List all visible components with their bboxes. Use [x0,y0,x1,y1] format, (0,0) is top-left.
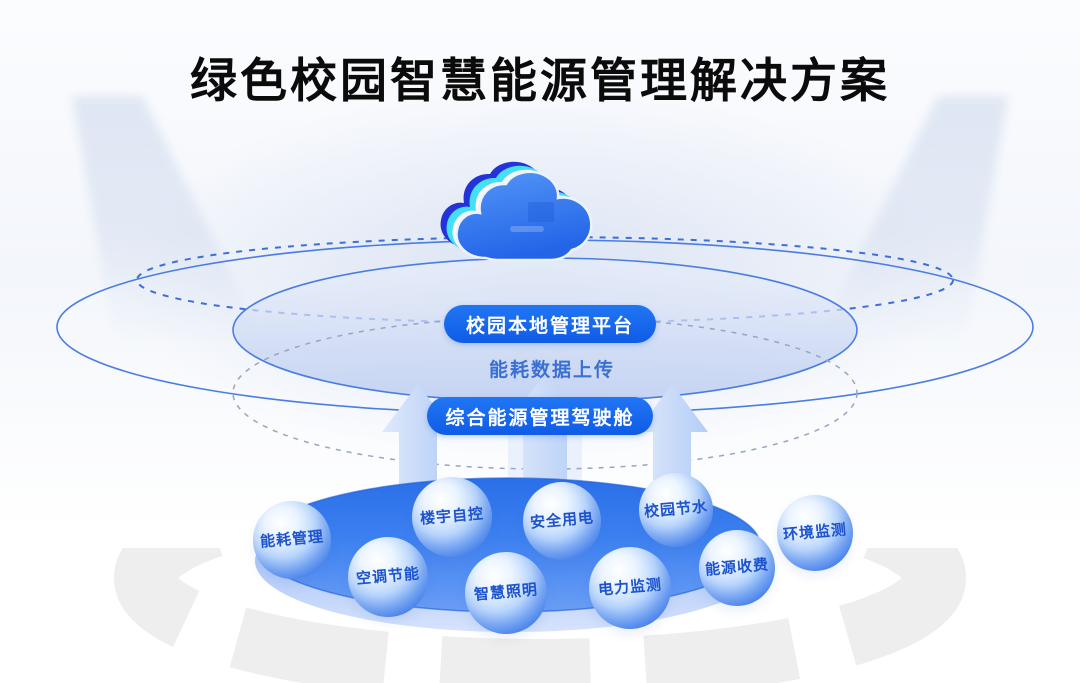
sphere-label: 校园节水 [643,498,709,521]
sphere-ac-energy-saving: 空调节能 [348,537,428,617]
platform-pill: 校园本地管理平台 [444,305,656,343]
page-title: 绿色校园智慧能源管理解决方案 [190,54,890,107]
sphere-environment-monitoring: 环境监测 [777,495,853,571]
cockpit-pill: 综合能源管理驾驶舱 [427,397,653,435]
platform-pill-label: 校园本地管理平台 [465,315,634,337]
cloud-icon [440,161,593,262]
sphere-label: 能源收费 [704,556,770,579]
light-beam-left [72,96,268,348]
sphere-label: 安全用电 [529,509,595,532]
floor-shadow [114,548,966,683]
sphere-smart-lighting: 智慧照明 [465,552,547,634]
sphere-label: 环境监测 [782,521,848,544]
upload-caption: 能耗数据上传 [488,360,615,381]
light-beam-right [812,96,1008,348]
sphere-label: 电力监测 [597,576,663,599]
sphere-building-automation: 楼宇自控 [412,477,492,557]
sphere-water-saving: 校园节水 [639,473,713,547]
sphere-power-monitoring: 电力监测 [589,547,671,629]
sphere-label: 空调节能 [355,565,421,588]
sphere-label: 楼宇自控 [419,505,485,528]
sphere-energy-billing: 能源收费 [699,530,775,606]
sphere-safe-electricity: 安全用电 [523,482,601,560]
sphere-label: 智慧照明 [473,581,539,604]
cockpit-pill-label: 综合能源管理驾驶舱 [445,407,635,429]
sphere-label: 能耗管理 [259,528,325,551]
sphere-energy-management: 能耗管理 [253,501,331,579]
